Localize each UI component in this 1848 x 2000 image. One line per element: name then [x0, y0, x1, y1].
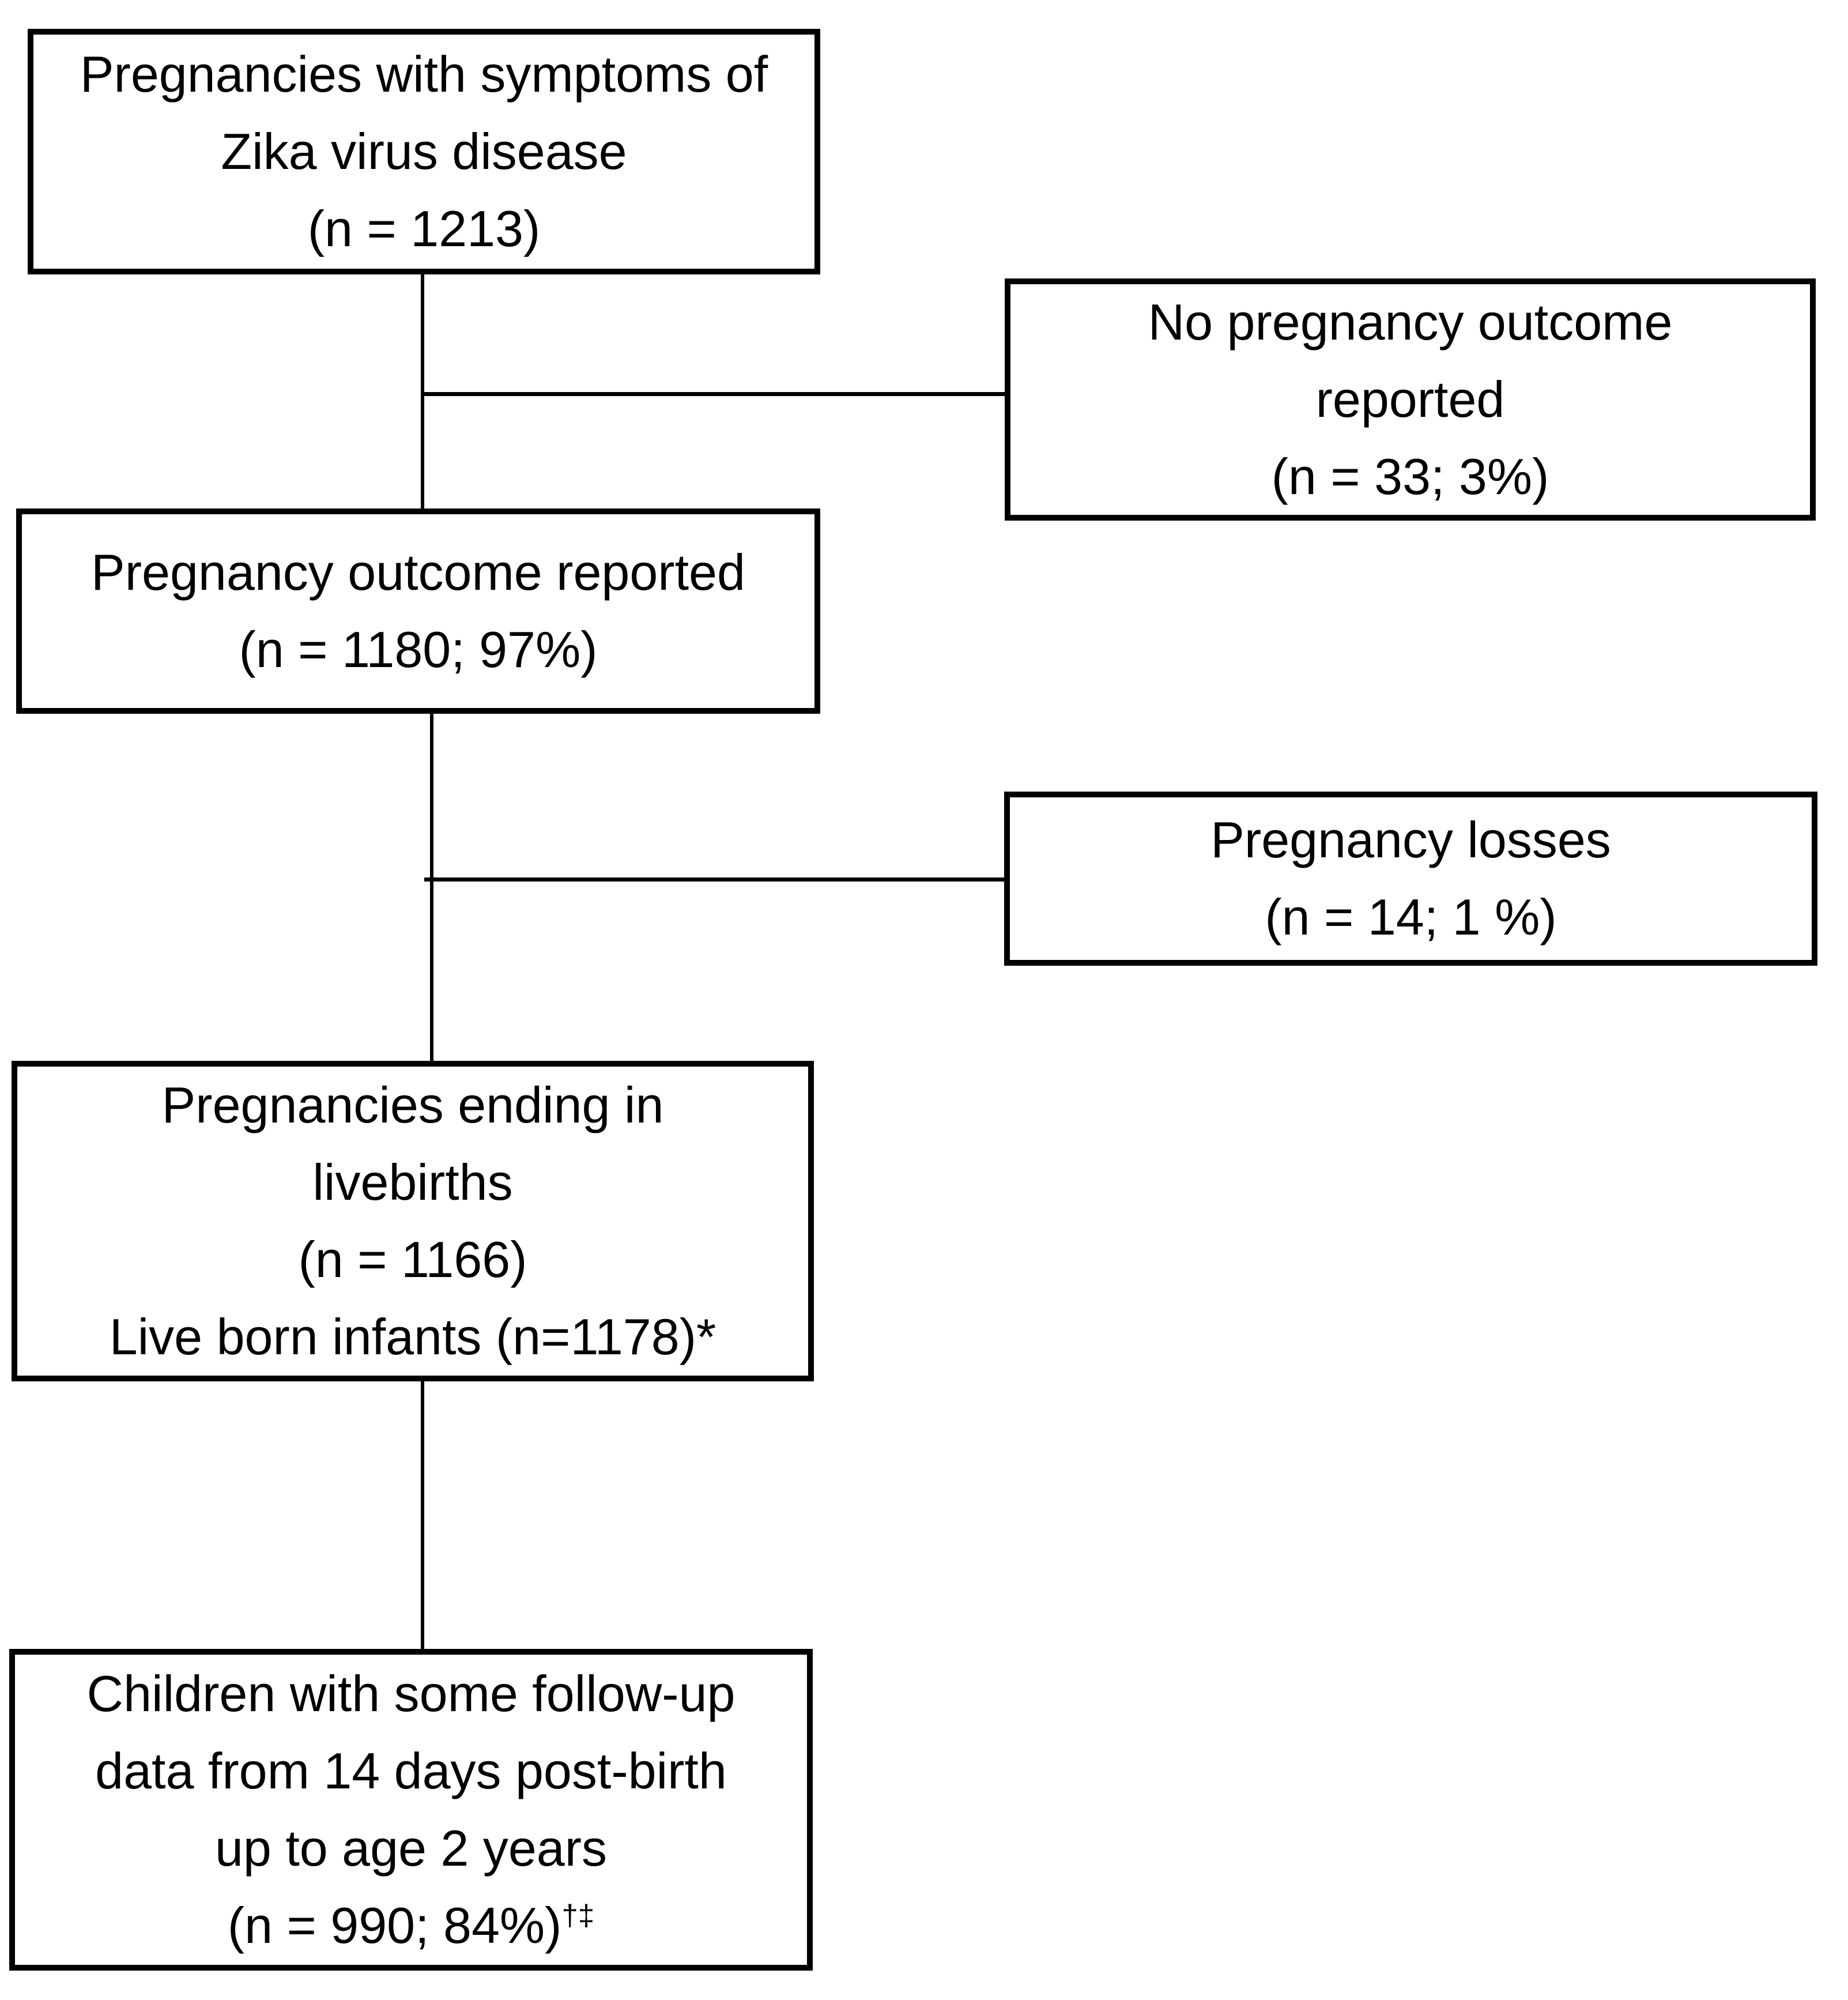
box-text-line: Live born infants (n=1178)* — [109, 1308, 716, 1365]
connector-vertical-box3-to-box5 — [430, 713, 433, 1062]
box-text-line: up to age 2 years — [214, 1820, 608, 1877]
box-text-line: Zika virus disease — [221, 123, 627, 180]
footnote-markers: †‡ — [561, 1899, 595, 1932]
box-text-line: Children with some follow-up — [86, 1665, 736, 1722]
box-n-value: (n = 1213) — [307, 200, 541, 257]
flow-box-no-pregnancy-outcome-reported: No pregnancy outcome reported (n = 33; 3… — [1005, 278, 1816, 521]
box-text-line: Pregnancies with symptoms of — [80, 46, 768, 103]
flow-box-pregnancy-losses: Pregnancy losses (n = 14; 1 %) — [1004, 792, 1817, 966]
flow-box-pregnancies-with-symptoms: Pregnancies with symptoms of Zika virus … — [28, 29, 820, 274]
connector-branch-to-no-outcome-box — [423, 392, 1007, 396]
flow-box-pregnancy-outcome-reported: Pregnancy outcome reported (n = 1180; 97… — [16, 509, 820, 714]
box-n-value: (n = 1180; 97%) — [239, 621, 598, 678]
box-n-value: (n = 33; 3%) — [1271, 448, 1549, 505]
box-text-line: Pregnancies ending in — [161, 1076, 664, 1133]
flow-box-pregnancies-ending-in-livebirths: Pregnancies ending in livebirths (n = 11… — [12, 1061, 814, 1381]
box-n-value: (n = 14; 1 %) — [1265, 888, 1557, 946]
box-text-line: Pregnancy losses — [1210, 811, 1611, 868]
box-text-line: data from 14 days post-birth — [95, 1742, 727, 1799]
connector-branch-to-pregnancy-losses-box — [424, 877, 1006, 882]
box-n-value: (n = 1166) — [298, 1231, 527, 1288]
box-text-line: No pregnancy outcome — [1148, 293, 1673, 351]
flow-box-children-with-follow-up-data: Children with some follow-up data from 1… — [9, 1649, 813, 1971]
connector-vertical-box5-to-box6 — [421, 1381, 424, 1650]
box-text-line: livebirths — [312, 1154, 513, 1211]
box-n-value-text: (n = 990; 84%) — [227, 1897, 562, 1954]
box-text-line: reported — [1315, 371, 1505, 428]
box-text-line: Pregnancy outcome reported — [91, 544, 745, 601]
box-n-value: (n = 990; 84%)†‡ — [228, 1887, 594, 1964]
